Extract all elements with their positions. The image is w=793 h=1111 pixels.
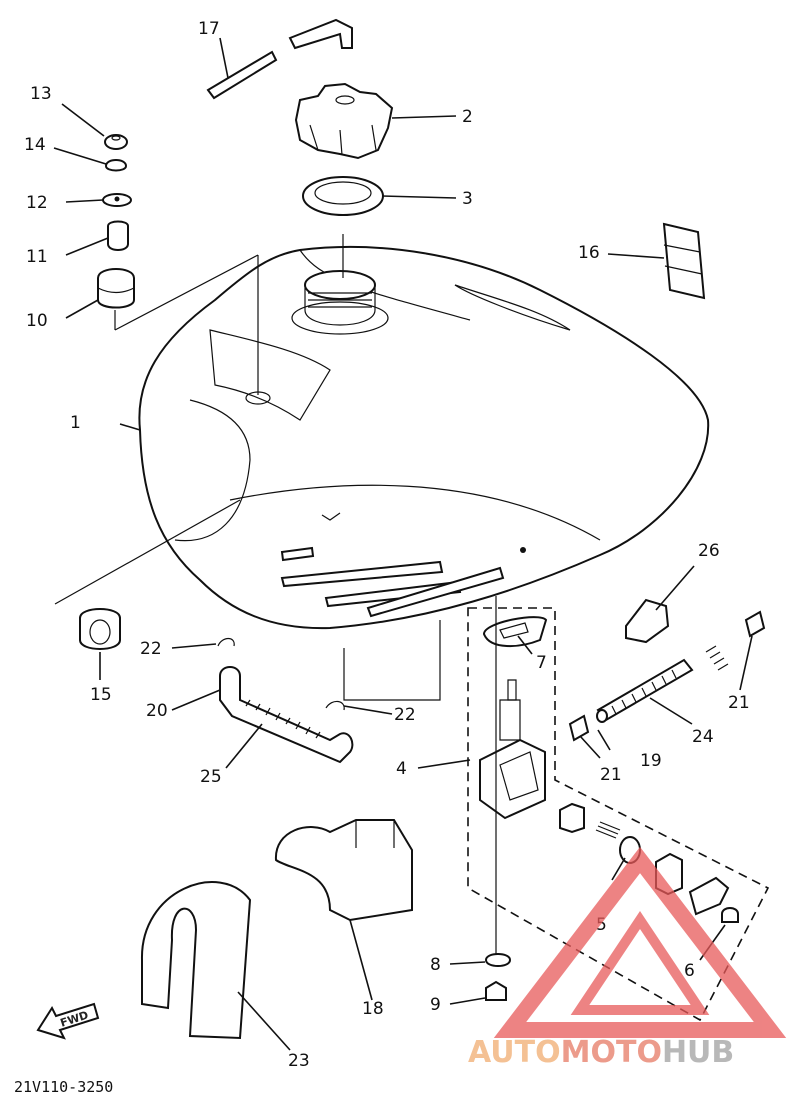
collar xyxy=(107,220,129,251)
watermark-part-hub: HUB xyxy=(662,1035,734,1070)
drawing-code: 21V110-3250 xyxy=(14,1078,113,1096)
callout-4: 4 xyxy=(396,759,407,779)
rubber-damper xyxy=(97,268,135,309)
callout-19: 19 xyxy=(640,751,662,771)
drain-hose xyxy=(219,666,354,764)
watermark-part-moto: MOTO xyxy=(561,1035,662,1070)
fwd-label: FWD xyxy=(59,1008,90,1029)
fuel-tank xyxy=(138,245,710,630)
watermark: AUTOMOTOHUB xyxy=(468,846,787,1070)
callout-14: 14 xyxy=(24,135,46,155)
tank-damper xyxy=(662,222,706,300)
callout-26: 26 xyxy=(698,541,720,561)
cap-nut xyxy=(104,134,128,150)
callout-18: 18 xyxy=(362,999,384,1019)
callout-1: 1 xyxy=(70,413,81,433)
rear-damper xyxy=(79,608,121,650)
callout-9: 9 xyxy=(430,995,441,1015)
callout-13: 13 xyxy=(30,84,52,104)
watermark-part-auto: AUTO xyxy=(468,1035,561,1070)
hose-clip xyxy=(217,637,345,711)
callout-2: 2 xyxy=(462,107,473,127)
callout-15: 15 xyxy=(90,685,112,705)
callout-22b: 22 xyxy=(394,705,416,725)
watermark-logo-icon xyxy=(493,846,787,1038)
callout-7: 7 xyxy=(536,653,547,673)
svg-text:AUTOMOTOHUB: AUTOMOTOHUB xyxy=(468,1035,734,1070)
seat-bracket xyxy=(274,819,413,922)
callout-17: 17 xyxy=(198,19,220,39)
callout-25: 25 xyxy=(200,767,222,787)
callout-21b: 21 xyxy=(728,693,750,713)
callout-labels: 1 2 3 4 5 6 7 8 9 10 11 12 13 14 15 16 1… xyxy=(24,19,750,1071)
callout-8: 8 xyxy=(430,955,441,975)
callout-5: 5 xyxy=(596,915,607,935)
callout-11: 11 xyxy=(26,247,48,267)
callout-24: 24 xyxy=(692,727,714,747)
callout-3: 3 xyxy=(462,189,473,209)
callout-20: 20 xyxy=(146,701,168,721)
callout-10: 10 xyxy=(26,311,48,331)
fuel-cap xyxy=(294,82,394,160)
plain-washer xyxy=(102,193,132,207)
callout-22a: 22 xyxy=(140,639,162,659)
callout-6: 6 xyxy=(684,961,695,981)
callout-21a: 21 xyxy=(600,765,622,785)
spring-washer xyxy=(104,159,128,172)
breather-hose xyxy=(206,18,353,100)
tank-band xyxy=(140,881,252,1040)
callout-23: 23 xyxy=(288,1051,310,1071)
callout-12: 12 xyxy=(26,193,48,213)
callout-16: 16 xyxy=(578,243,600,263)
fwd-arrow: FWD xyxy=(36,1002,100,1040)
cap-gasket xyxy=(302,176,384,216)
